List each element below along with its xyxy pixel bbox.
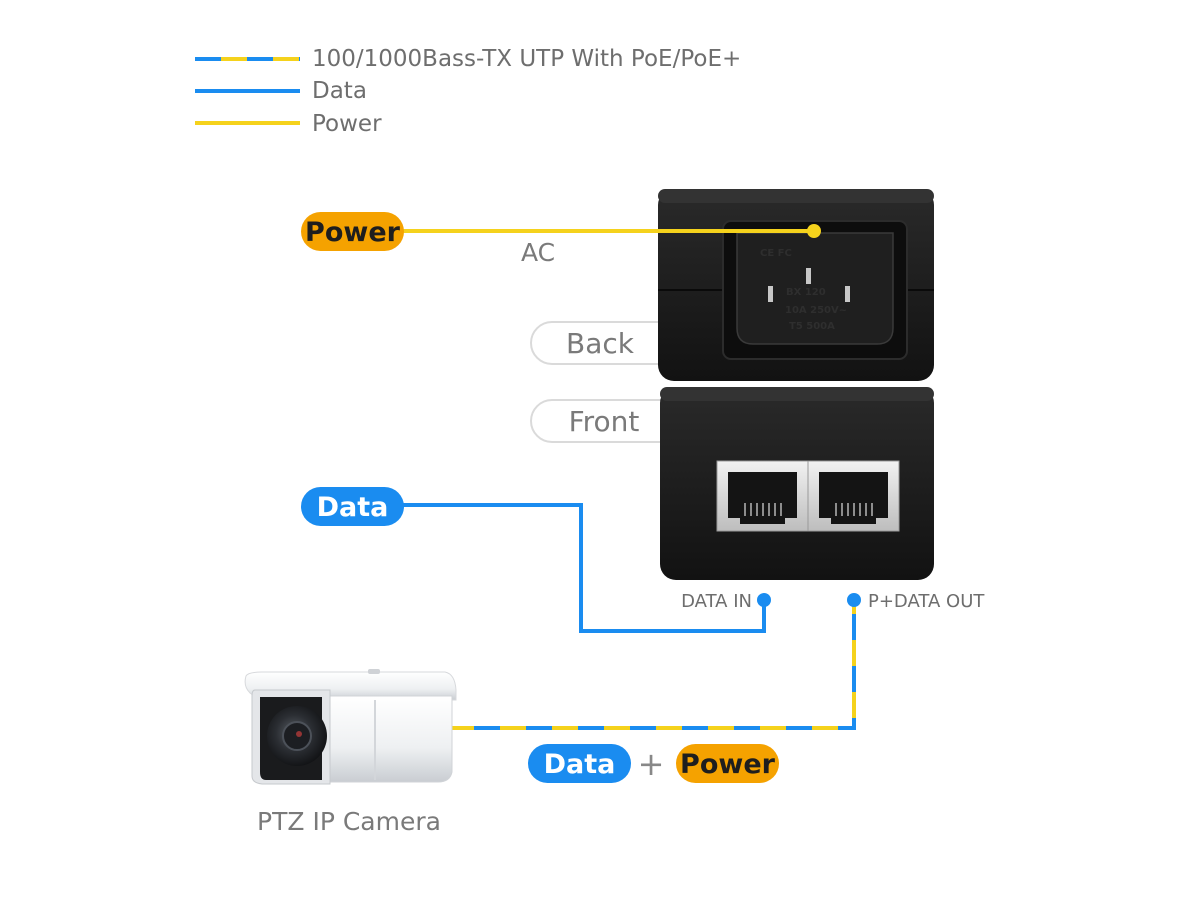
ac-socket: CE FC BX 120 10A 250V~ T5 500A [722, 220, 908, 360]
socket-extra: T5 500A [789, 321, 835, 332]
power-badge-label: Power [305, 217, 401, 248]
data-badge-label: Data [317, 492, 389, 523]
data-in-dot [757, 593, 771, 607]
bottom-power-badge-label: Power [680, 749, 776, 780]
ac-label: AC [521, 238, 555, 267]
socket-pin-right [845, 286, 850, 302]
rj45-port-pdata-out [807, 460, 900, 532]
bottom-power-badge: Power [676, 744, 779, 783]
data-in-label: DATA IN [681, 591, 752, 612]
rj45-port-data-in [716, 460, 809, 532]
data-badge: Data [301, 487, 404, 526]
bottom-data-badge: Data [528, 744, 631, 783]
pdata-out-label: P+DATA OUT [868, 591, 985, 612]
ip-camera [244, 669, 457, 785]
legend: 100/1000Bass-TX UTP With PoE/PoE+ Data P… [195, 46, 741, 137]
plus-sign: + [638, 745, 665, 783]
legend-label-poe: 100/1000Bass-TX UTP With PoE/PoE+ [312, 46, 741, 72]
legend-label-data: Data [312, 78, 367, 104]
legend-label-power: Power [312, 111, 382, 137]
poe-line [452, 600, 856, 730]
front-label-group: Front [530, 399, 692, 443]
ac-connection-dot [807, 224, 821, 238]
socket-pin-top [806, 268, 811, 284]
power-badge: Power [301, 212, 404, 251]
socket-marks: CE FC [760, 248, 792, 259]
camera-label: PTZ IP Camera [257, 807, 441, 836]
injector-front-unit [660, 387, 934, 580]
pdata-out-dot [847, 593, 861, 607]
socket-model: BX 120 [786, 287, 826, 298]
socket-pin-left [768, 286, 773, 302]
data-line [395, 503, 766, 633]
back-label: Back [566, 327, 635, 360]
socket-rating: 10A 250V~ [785, 305, 847, 316]
front-label: Front [569, 405, 640, 438]
bottom-data-badge-label: Data [544, 749, 616, 780]
injector-back-unit: CE FC BX 120 10A 250V~ T5 500A [658, 189, 934, 381]
